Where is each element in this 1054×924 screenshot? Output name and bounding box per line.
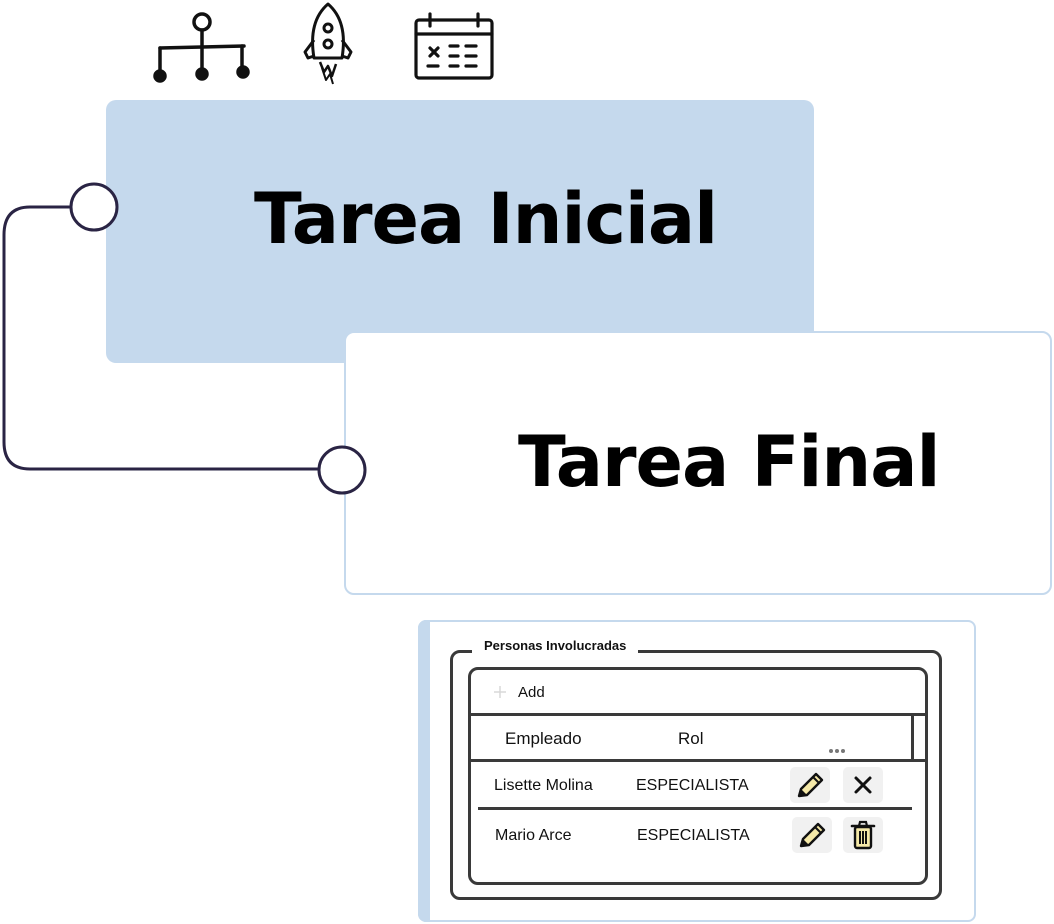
task-title-final: Tarea Final	[518, 421, 940, 503]
personas-table	[468, 667, 928, 885]
scrollbar[interactable]	[911, 716, 914, 759]
connector-node-start	[69, 182, 119, 232]
add-button[interactable]: Add	[518, 684, 545, 701]
trash-icon	[850, 820, 876, 850]
task-card-final[interactable]: Tarea Final	[344, 331, 1052, 595]
row-1-empleado: Lisette Molina	[494, 777, 593, 794]
personas-legend: Personas Involucradas	[472, 638, 639, 653]
divider	[470, 759, 926, 762]
personas-panel	[418, 620, 976, 922]
calendar-icon[interactable]	[412, 12, 496, 82]
divider	[478, 807, 912, 810]
personas-fieldset	[450, 650, 942, 900]
add-icon[interactable]	[492, 684, 508, 700]
edit-icon	[797, 772, 824, 798]
row-1-rol: ESPECIALISTA	[636, 777, 749, 794]
org-chart-icon[interactable]	[150, 8, 254, 86]
task-title-initial: Tarea Inicial	[254, 178, 718, 260]
task-connector	[2, 182, 367, 495]
divider	[470, 713, 926, 716]
column-header-rol[interactable]: Rol	[678, 729, 704, 748]
task-card-initial[interactable]: Tarea Inicial	[106, 100, 814, 363]
panel-accent-bar	[418, 620, 430, 922]
edit-icon	[799, 822, 826, 848]
column-header-empleado[interactable]: Empleado	[505, 729, 582, 748]
edit-button-row-1[interactable]	[790, 767, 830, 803]
delete-button-row-2[interactable]	[843, 817, 883, 853]
row-2-rol: ESPECIALISTA	[637, 827, 750, 844]
row-2-empleado: Mario Arce	[495, 827, 572, 844]
remove-button-row-1[interactable]	[843, 767, 883, 803]
rocket-icon[interactable]	[300, 0, 356, 90]
edit-button-row-2[interactable]	[792, 817, 832, 853]
close-icon	[854, 776, 872, 794]
column-menu-icon[interactable]	[828, 741, 846, 759]
connector-node-end	[317, 445, 367, 495]
